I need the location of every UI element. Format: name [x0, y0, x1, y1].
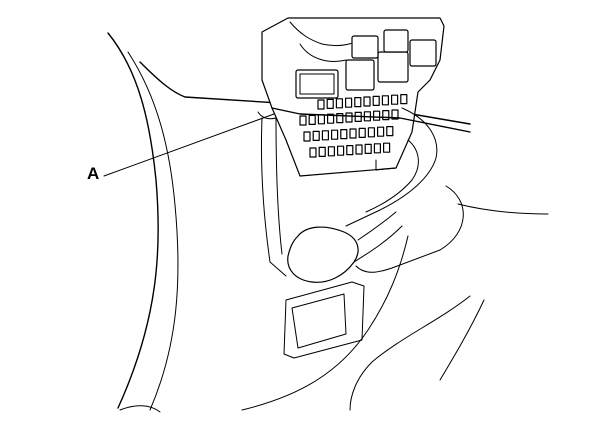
knee-bolster-edge — [355, 185, 464, 273]
door-bottom-curve — [119, 405, 161, 413]
harness-line-2 — [257, 111, 277, 120]
fuse-slot — [336, 112, 344, 124]
console-edge — [241, 235, 409, 411]
side-panel-edge-2 — [275, 117, 283, 255]
fuse-slot — [373, 110, 381, 121]
fuse-slot — [363, 96, 371, 107]
door-outer-edge — [107, 32, 159, 409]
fuse-slot — [312, 130, 320, 141]
door-inner-edge — [127, 51, 179, 411]
floor-sweep — [439, 299, 485, 381]
fuse-slot — [303, 131, 311, 142]
callout-label-a: A — [87, 164, 100, 183]
lower-dash-line — [457, 203, 549, 215]
fuse-slot — [349, 128, 357, 139]
lower-dash-sweep — [349, 295, 471, 411]
fuse-slot — [364, 143, 372, 154]
fuse-slot — [317, 99, 325, 110]
harness-line — [271, 107, 471, 133]
fuse-slot — [382, 109, 390, 121]
fuse-slot — [326, 98, 334, 110]
fuse-slot — [321, 130, 329, 141]
column-cover — [345, 107, 438, 227]
fuse-slot — [381, 95, 389, 106]
fuse-slot — [318, 146, 326, 157]
fuse-slot — [377, 126, 385, 137]
fuse-slot — [331, 129, 339, 140]
fuse-slot — [345, 112, 353, 123]
fuse-slot — [335, 98, 343, 109]
fuse-slot — [391, 109, 399, 120]
callout-leader-a — [103, 113, 275, 177]
fuse-slot — [327, 146, 335, 157]
fuse-slot — [340, 129, 348, 140]
fuse-slot — [391, 94, 399, 105]
fuse-slot — [309, 147, 317, 158]
fuse-slot — [317, 114, 325, 125]
fuse-slot — [354, 96, 362, 108]
side-panel-edge — [260, 117, 287, 277]
fuse-slot — [373, 143, 381, 154]
fuse-slot — [372, 95, 380, 107]
fuse-slot — [327, 113, 335, 124]
access-panel — [283, 281, 365, 359]
fuse-slot — [383, 142, 391, 153]
release-lever — [287, 211, 403, 283]
fuse-slot — [346, 145, 354, 156]
fuse-slot — [400, 93, 408, 105]
fuse-slot — [308, 114, 316, 126]
fuse-box — [261, 17, 445, 177]
fuse-slot — [358, 127, 366, 138]
fuse-slot — [355, 144, 363, 155]
column-cover-inner — [365, 139, 419, 213]
fuse-slot — [299, 115, 307, 126]
fuse-slot — [345, 97, 353, 108]
fuse-slot — [367, 127, 375, 138]
fuse-slot — [386, 125, 394, 137]
fuse-slot — [337, 145, 345, 156]
